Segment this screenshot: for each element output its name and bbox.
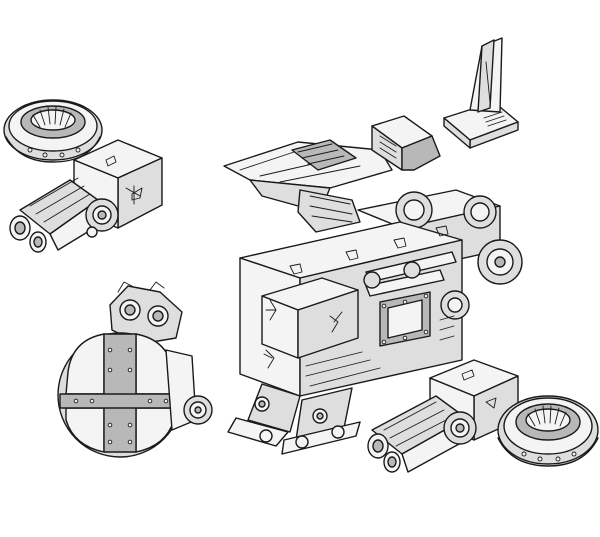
main-hull-assembly — [227, 189, 523, 455]
spherical-pod-lower-left — [57, 281, 213, 458]
small-vent-block — [371, 115, 441, 171]
thruster-pod-upper-left — [3, 99, 163, 253]
thruster-pod-lower-right — [367, 359, 599, 473]
wing-assembly — [223, 139, 393, 233]
stand-fin — [443, 37, 519, 149]
